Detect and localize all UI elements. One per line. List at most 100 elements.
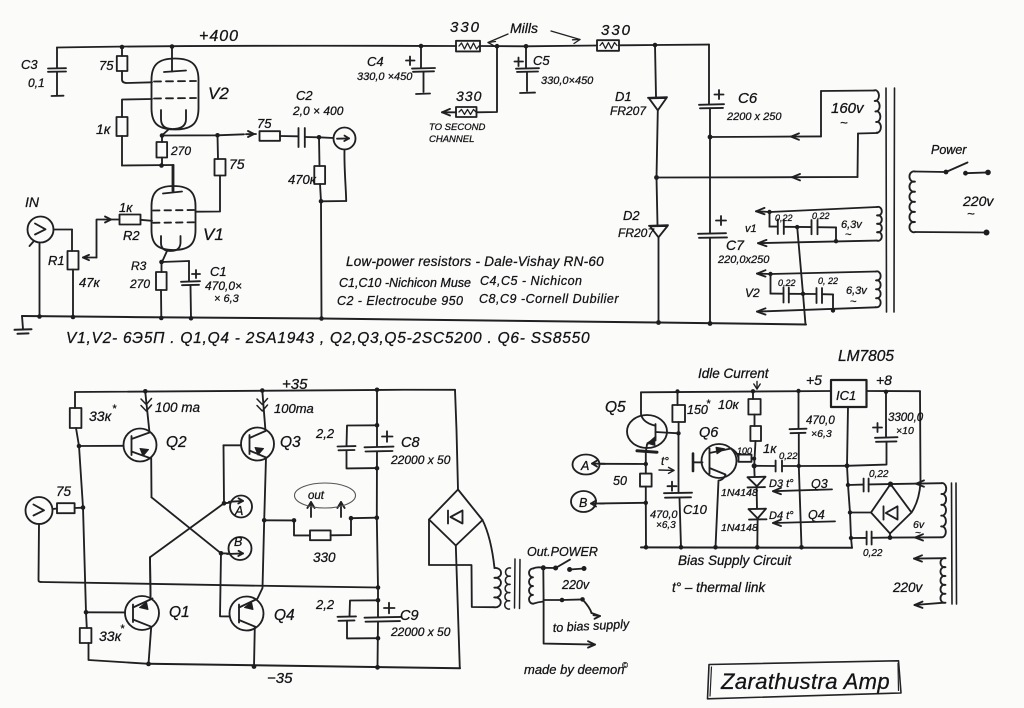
svg-text:Power: Power bbox=[931, 143, 967, 157]
svg-text:0, 22: 0, 22 bbox=[818, 276, 838, 286]
svg-text:C8: C8 bbox=[401, 435, 420, 451]
svg-text:3300,0: 3300,0 bbox=[888, 412, 924, 424]
svg-text:330,0×450: 330,0×450 bbox=[541, 75, 594, 87]
svg-text:C1: C1 bbox=[210, 264, 227, 279]
svg-text:TO SECOND: TO SECOND bbox=[429, 122, 485, 133]
svg-text:1к: 1к bbox=[763, 441, 777, 456]
svg-text:330: 330 bbox=[313, 550, 336, 565]
svg-text:C4: C4 bbox=[367, 54, 384, 69]
svg-text:0,22: 0,22 bbox=[775, 213, 793, 223]
svg-text:V2: V2 bbox=[208, 84, 229, 103]
svg-text:+400: +400 bbox=[199, 28, 239, 45]
svg-text:2200 x 250: 2200 x 250 bbox=[726, 111, 782, 123]
svg-text:2,2: 2,2 bbox=[315, 597, 335, 612]
svg-text:33к: 33к bbox=[99, 628, 123, 644]
svg-text:to bias supply: to bias supply bbox=[552, 617, 630, 635]
svg-text:100 ma: 100 ma bbox=[155, 400, 201, 415]
svg-text:220v: 220v bbox=[561, 578, 590, 592]
svg-text:V2: V2 bbox=[745, 286, 760, 300]
svg-text:22000 x 50: 22000 x 50 bbox=[390, 625, 451, 639]
svg-text:R1: R1 bbox=[48, 253, 65, 268]
svg-text:47к: 47к bbox=[79, 275, 100, 290]
svg-text:Out.POWER: Out.POWER bbox=[527, 545, 598, 559]
svg-text:75: 75 bbox=[229, 156, 245, 172]
svg-text:C7: C7 bbox=[726, 237, 745, 253]
svg-text:−35: −35 bbox=[267, 670, 293, 687]
svg-text:50: 50 bbox=[613, 474, 627, 488]
svg-text:D3 t°: D3 t° bbox=[769, 478, 794, 490]
svg-text:V1,V2- 6Э5П . Q1,Q4 - 2SA1943: V1,V2- 6Э5П . Q1,Q4 - 2SA1943 , Q2,Q3,Q5… bbox=[66, 330, 590, 347]
svg-text:*: * bbox=[120, 623, 125, 635]
svg-text:IC1: IC1 bbox=[836, 388, 856, 403]
svg-text:6v: 6v bbox=[913, 519, 925, 531]
svg-text:Q1: Q1 bbox=[169, 604, 190, 621]
svg-text:0,22: 0,22 bbox=[869, 469, 889, 480]
svg-text:2,2: 2,2 bbox=[315, 426, 335, 441]
svg-text:C6: C6 bbox=[738, 90, 758, 107]
svg-text:R2: R2 bbox=[123, 228, 140, 243]
svg-text:470,0: 470,0 bbox=[650, 509, 678, 521]
svg-text:Zarathustra Amp: Zarathustra Amp bbox=[720, 669, 890, 694]
svg-text:1N4148: 1N4148 bbox=[721, 487, 758, 499]
svg-text:470,0×: 470,0× bbox=[205, 279, 242, 293]
svg-text:0,22: 0,22 bbox=[778, 278, 796, 288]
svg-text:+35: +35 bbox=[282, 376, 308, 393]
svg-text:10к: 10к bbox=[718, 397, 739, 412]
svg-text:+5: +5 bbox=[806, 372, 822, 388]
svg-text:Q2: Q2 bbox=[166, 434, 187, 451]
svg-text:CHANNEL: CHANNEL bbox=[429, 134, 474, 145]
svg-text:6,3v: 6,3v bbox=[841, 219, 863, 231]
svg-text:*: * bbox=[112, 403, 117, 415]
svg-text:220v: 220v bbox=[962, 193, 994, 209]
svg-text:220,0x250: 220,0x250 bbox=[717, 254, 770, 266]
svg-text:×6,3: ×6,3 bbox=[811, 428, 832, 440]
svg-text:v1: v1 bbox=[745, 223, 757, 235]
svg-text:LM7805: LM7805 bbox=[838, 348, 894, 365]
svg-text:75: 75 bbox=[99, 58, 114, 73]
svg-text:B: B bbox=[579, 496, 587, 510]
svg-text:Q4: Q4 bbox=[808, 508, 825, 522]
svg-text:Q4: Q4 bbox=[274, 607, 295, 624]
svg-text:Low-power resistors - Dale-Vi: Low-power resistors - Dale-Vishay RN-60 bbox=[346, 254, 604, 269]
svg-text:B: B bbox=[234, 535, 242, 549]
svg-text:×10: ×10 bbox=[896, 425, 914, 437]
svg-text:out: out bbox=[308, 490, 325, 502]
svg-text:C3: C3 bbox=[21, 57, 38, 72]
svg-text:Q3: Q3 bbox=[280, 434, 301, 451]
svg-text:220v: 220v bbox=[892, 580, 924, 595]
svg-text:1к: 1к bbox=[119, 200, 133, 215]
svg-text:C10: C10 bbox=[683, 502, 708, 517]
svg-text:C2 - Electrocube 950: C2 - Electrocube 950 bbox=[337, 294, 463, 308]
svg-text:C8,C9 -Cornell Dubilier: C8,C9 -Cornell Dubilier bbox=[479, 292, 619, 306]
svg-text:470к: 470к bbox=[288, 172, 317, 187]
svg-text:270: 270 bbox=[170, 144, 191, 158]
svg-text:FR207: FR207 bbox=[618, 226, 655, 240]
svg-text:D2: D2 bbox=[623, 208, 640, 223]
svg-text:2,0 × 400: 2,0 × 400 bbox=[292, 104, 344, 118]
svg-text:Q5: Q5 bbox=[605, 399, 626, 416]
svg-text:Q3: Q3 bbox=[811, 477, 828, 491]
svg-text:75: 75 bbox=[257, 116, 272, 131]
svg-text:~: ~ bbox=[967, 206, 975, 221]
svg-text:~: ~ bbox=[845, 229, 852, 241]
svg-text:C4,C5 - Nichicon: C4,C5 - Nichicon bbox=[480, 274, 582, 288]
svg-text:470,0: 470,0 bbox=[806, 415, 835, 427]
svg-text:A: A bbox=[580, 459, 589, 473]
svg-text:150: 150 bbox=[687, 403, 708, 417]
svg-text:33к: 33к bbox=[89, 408, 113, 424]
svg-text:+8: +8 bbox=[876, 372, 892, 388]
svg-text:IN: IN bbox=[25, 194, 40, 210]
svg-text:Q6: Q6 bbox=[699, 425, 719, 441]
svg-text:0,22: 0,22 bbox=[863, 548, 883, 559]
svg-text:C5: C5 bbox=[533, 53, 550, 68]
svg-text:330,0 ×450: 330,0 ×450 bbox=[357, 71, 413, 83]
svg-text:t°: t° bbox=[661, 456, 669, 468]
svg-text:A: A bbox=[234, 504, 243, 518]
svg-text:©: © bbox=[622, 661, 628, 670]
svg-text:Mills: Mills bbox=[510, 20, 538, 36]
svg-text:330: 330 bbox=[456, 88, 482, 104]
svg-text:× 6,3: × 6,3 bbox=[214, 293, 240, 305]
svg-text:FR207: FR207 bbox=[610, 104, 647, 118]
svg-text:0,22: 0,22 bbox=[812, 211, 830, 221]
svg-text:*: * bbox=[706, 398, 711, 410]
